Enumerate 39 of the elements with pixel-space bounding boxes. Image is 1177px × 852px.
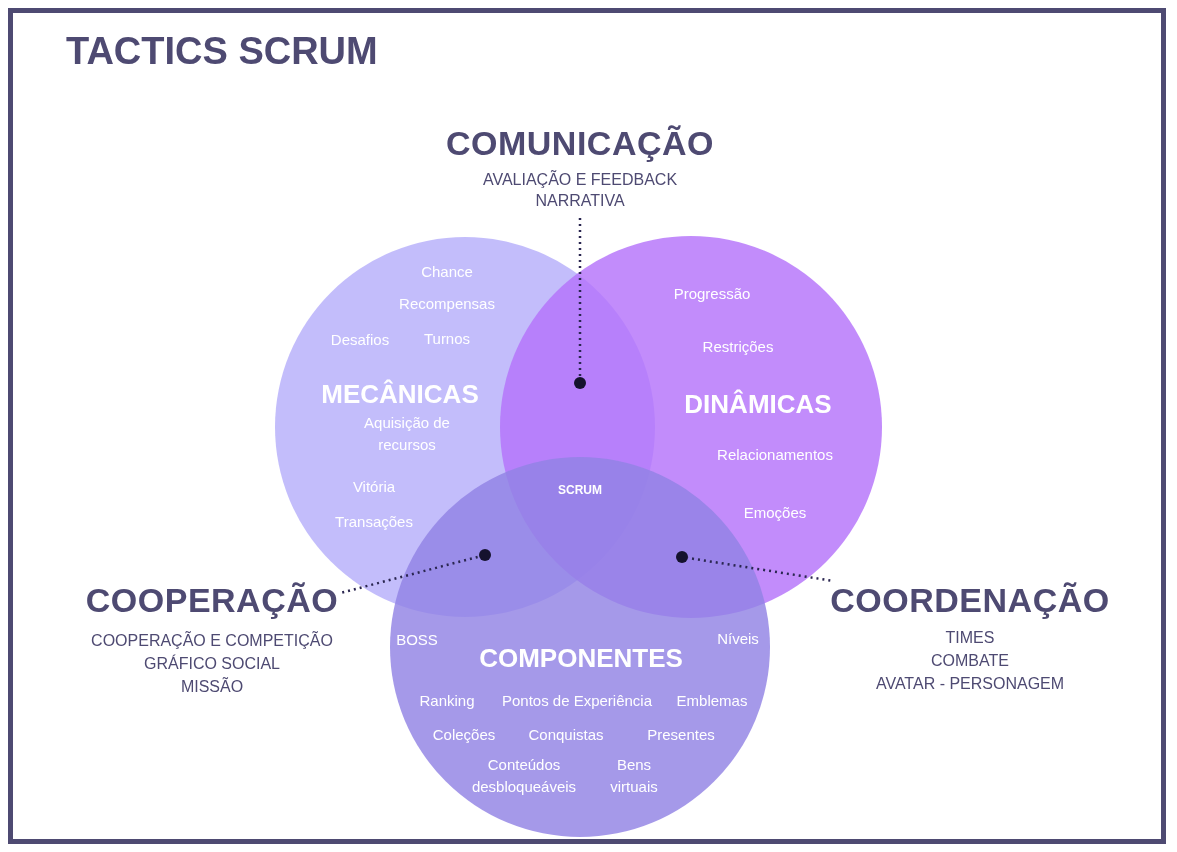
title: TACTICS SCRUM bbox=[66, 30, 378, 73]
category-heading: COOPERAÇÃO bbox=[85, 580, 339, 620]
term-label: Níveis bbox=[717, 629, 759, 647]
term-label: Transações bbox=[335, 512, 413, 530]
term-label: Conquistas bbox=[528, 725, 604, 743]
term-label: Ranking bbox=[419, 691, 475, 709]
term-label: Emoções bbox=[743, 503, 807, 521]
category-item: GRÁFICO SOCIAL bbox=[144, 655, 280, 673]
category-item: AVALIAÇÃO E FEEDBACK bbox=[482, 171, 678, 189]
term-label: Pontos de Experiência bbox=[501, 691, 653, 709]
category-item: AVATAR - PERSONAGEM bbox=[875, 675, 1065, 693]
term-label: Vitória bbox=[352, 477, 396, 495]
circle-title: COMPONENTES bbox=[479, 642, 683, 674]
leader-line bbox=[341, 555, 480, 594]
term-label: Presentes bbox=[647, 725, 715, 743]
category-item: COOPERAÇÃO E COMPETIÇÃO bbox=[91, 632, 333, 650]
category-heading: COMUNICAÇÃO bbox=[446, 123, 714, 163]
circle-title: DINÂMICAS bbox=[684, 388, 832, 420]
term-label: Conteúdos desbloqueáveis bbox=[470, 755, 578, 797]
category-item: TIMES bbox=[945, 629, 995, 647]
category-heading: COORDENAÇÃO bbox=[830, 580, 1110, 620]
leader-line bbox=[578, 218, 582, 377]
term-label: Recompensas bbox=[399, 294, 495, 312]
term-label: Aquisição de recursos bbox=[363, 413, 451, 455]
term-label: Relacionamentos bbox=[717, 445, 833, 463]
center-label: SCRUM bbox=[558, 483, 602, 497]
term-label: Bens virtuais bbox=[609, 755, 659, 797]
term-label: Desafios bbox=[330, 330, 390, 348]
circle-title: MECÂNICAS bbox=[321, 378, 479, 410]
term-label: Progressão bbox=[673, 284, 751, 302]
term-label: BOSS bbox=[396, 630, 438, 648]
term-label: Coleções bbox=[432, 725, 496, 743]
category-item: NARRATIVA bbox=[535, 192, 625, 210]
term-label: Chance bbox=[421, 262, 473, 280]
term-label: Restrições bbox=[702, 337, 774, 355]
category-item: COMBATE bbox=[931, 652, 1009, 670]
term-label: Emblemas bbox=[676, 691, 748, 709]
term-label: Turnos bbox=[423, 329, 471, 347]
category-item: MISSÃO bbox=[180, 678, 244, 696]
